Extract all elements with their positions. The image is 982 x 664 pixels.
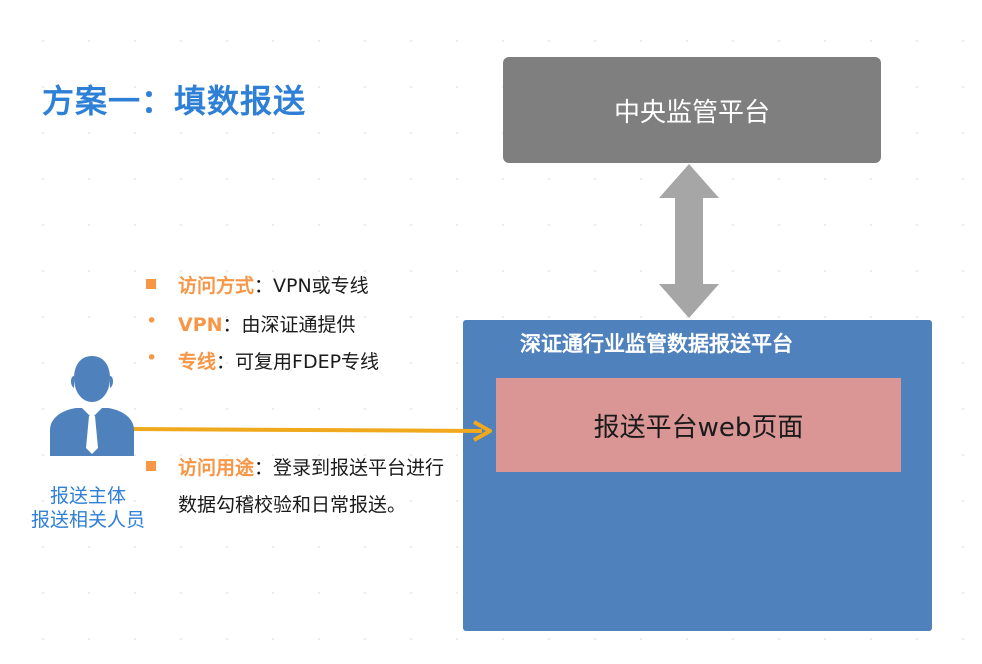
square-bullet-icon xyxy=(146,279,156,289)
reporting-staff-label: 报送相关人员 xyxy=(30,509,145,531)
usage-text: ：登录到报送平台进行 xyxy=(254,457,445,479)
right-arrow-icon xyxy=(131,420,492,442)
double-arrow-icon xyxy=(659,164,719,318)
web-page-box: 报送平台web页面 xyxy=(496,378,901,472)
vpn-note: • VPN：由深证通提供 xyxy=(146,310,356,337)
access-method-text: ：VPN或专线 xyxy=(254,275,369,297)
leased-line-note: • 专线：可复用FDEP专线 xyxy=(146,347,380,374)
person-icon xyxy=(50,356,134,456)
square-bullet-icon xyxy=(146,461,156,471)
usage-note: 访问用途：登录到报送平台进行 xyxy=(146,453,445,480)
leased-line-key: 专线 xyxy=(178,351,217,373)
dot-bullet-icon: • xyxy=(146,347,158,369)
leased-line-text: ：可复用FDEP专线 xyxy=(216,351,380,373)
central-regulator-box: 中央监管平台 xyxy=(503,57,881,163)
vpn-key: VPN xyxy=(178,314,223,336)
platform-title: 深证通行业监管数据报送平台 xyxy=(520,332,793,356)
access-method-key: 访问方式 xyxy=(178,275,255,297)
dot-bullet-icon: • xyxy=(146,310,158,332)
usage-key: 访问用途 xyxy=(178,457,255,479)
page-title: 方案一：填数报送 xyxy=(42,82,307,120)
usage-text-line2: 数据勾稽校验和日常报送。 xyxy=(178,494,407,516)
vpn-text: ：由深证通提供 xyxy=(222,314,356,336)
access-method-note: 访问方式：VPN或专线 xyxy=(146,271,369,298)
platform-box: 深证通行业监管数据报送平台 报送平台web页面 xyxy=(463,320,932,631)
central-regulator-label: 中央监管平台 xyxy=(613,97,770,128)
reporting-entity-label: 报送主体 xyxy=(49,485,126,507)
reporting-person-label: 报送主体 报送相关人员 xyxy=(16,484,160,532)
web-page-label: 报送平台web页面 xyxy=(593,412,804,443)
